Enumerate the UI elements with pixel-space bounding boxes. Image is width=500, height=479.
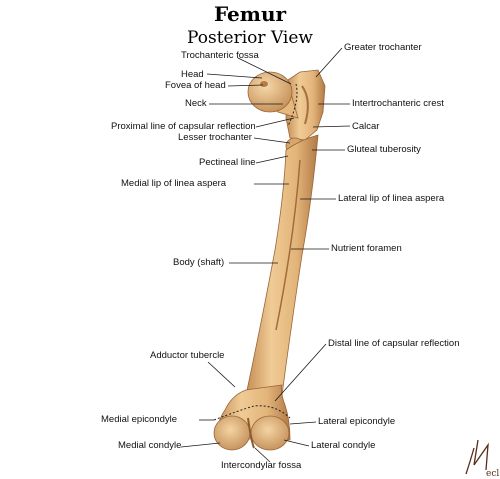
label-medial-epicondyle: Medial epicondyle <box>101 414 178 425</box>
label-head: Head <box>181 69 204 80</box>
femur-shaft <box>245 134 319 396</box>
label-body-shaft: Body (shaft) <box>173 257 225 268</box>
femur-proximal-end <box>247 69 326 155</box>
artist-signature <box>465 439 489 475</box>
label-lateral-epicondyle: Lateral epicondyle <box>318 416 396 427</box>
label-lesser-trochanter: Lesser trochanter <box>178 132 252 143</box>
leader-lines <box>180 47 351 463</box>
label-trochanteric-fossa: Trochanteric fossa <box>181 50 259 61</box>
label-intercondylar-fossa: Intercondylar fossa <box>221 460 302 471</box>
label-lateral-lip: Lateral lip of linea aspera <box>338 193 445 204</box>
label-pectineal-line: Pectineal line <box>199 157 256 168</box>
label-fovea-of-head: Fovea of head <box>165 80 226 91</box>
label-gluteal-tuberosity: Gluteal tuberosity <box>347 144 421 155</box>
label-proximal-line: Proximal line of capsular reflection <box>111 121 256 132</box>
label-neck: Neck <box>185 98 207 109</box>
label-distal-line: Distal line of capsular reflection <box>328 338 460 349</box>
label-intertrochanteric-crest: Intertrochanteric crest <box>352 98 444 109</box>
label-greater-trochanter: Greater trochanter <box>344 42 422 53</box>
diagram-title: Femur <box>213 2 287 26</box>
signature-text: ecl <box>486 469 499 479</box>
label-lateral-condyle: Lateral condyle <box>311 440 376 451</box>
femur-distal-end <box>213 384 291 451</box>
diagram-subtitle: Posterior View <box>187 28 313 48</box>
label-adductor-tubercle: Adductor tubercle <box>150 350 225 361</box>
label-medial-condyle: Medial condyle <box>118 440 182 451</box>
label-nutrient-foramen: Nutrient foramen <box>331 243 402 254</box>
label-medial-lip: Medial lip of linea aspera <box>121 178 227 189</box>
label-calcar: Calcar <box>352 121 380 132</box>
